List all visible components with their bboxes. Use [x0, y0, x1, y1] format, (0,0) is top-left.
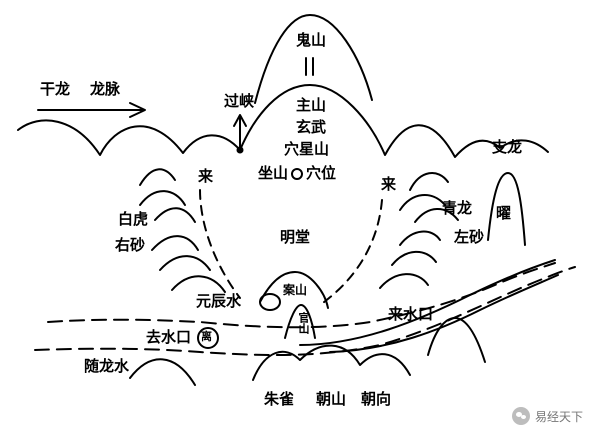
bai-hu-ridge-1: [139, 168, 176, 186]
you-sha-ridge-3: [171, 275, 226, 293]
label-sui-long-shui: 随龙水: [84, 357, 130, 375]
label-qing-long: 青龙: [442, 199, 473, 217]
river-bank-lower: [329, 274, 559, 353]
bottom-ridge-right: [427, 317, 486, 363]
gan-long-arrowhead: [129, 102, 146, 118]
label-zhu-que: 朱雀: [264, 390, 295, 408]
guan-shan-peak: [284, 304, 316, 339]
watermark-text: 易经天下: [534, 409, 583, 424]
label-long-mai: 龙脉: [90, 80, 121, 98]
label-ming-tang: 明堂: [280, 228, 311, 246]
label-guo-xia: 过峡: [224, 92, 255, 110]
sui-long-water-line: [34, 266, 576, 357]
label-xue-xing-shan: 穴星山: [284, 140, 330, 158]
label-gui-shan: 鬼山: [296, 31, 327, 49]
qing-long-ridge-1: [409, 172, 449, 191]
li-circle: [197, 327, 219, 349]
label-lai-left: 来: [198, 167, 214, 185]
label-guan-shan: 官山: [297, 312, 310, 334]
label-lai-right: 来: [381, 175, 397, 193]
guo-xia-arrowhead: [233, 114, 247, 127]
label-zuo-sha: 左砂: [454, 228, 485, 246]
label-gan-long: 干龙: [40, 80, 71, 98]
label-zhu-shan: 主山: [296, 96, 327, 114]
yao-peak: [487, 172, 526, 246]
label-yuan-chen-shui: 元辰水: [196, 292, 242, 310]
bottom-ridge-left: [129, 358, 196, 386]
xue-wei-circle: [291, 168, 303, 180]
zuo-sha-ridge-1: [399, 230, 441, 246]
label-li: 离: [201, 330, 212, 343]
lai-right-flow: [319, 199, 383, 306]
main-water-line: [47, 262, 556, 329]
label-lai-shui-kou: 来水口: [388, 305, 434, 323]
river-bank-upper: [299, 259, 556, 346]
you-sha-ridge-1: [151, 235, 199, 251]
label-qu-shui-kou: 去水口: [146, 328, 192, 346]
double-bar-mark: [305, 57, 314, 76]
you-sha-ridge-2: [159, 255, 211, 271]
chat-bubble-icon: [511, 407, 530, 425]
label-chao-shan: 朝山: [316, 390, 347, 408]
label-chao-xiang: 朝向: [361, 390, 392, 408]
zuo-sha-ridge-3: [379, 273, 429, 289]
bai-hu-ridge-2: [139, 190, 186, 206]
label-an-shan: 案山: [283, 283, 308, 297]
bai-hu-ridge-3: [154, 207, 196, 223]
bottom-ridge-center: [252, 344, 411, 381]
gui-shan-hill: [254, 14, 373, 104]
qing-long-ridge-2: [399, 194, 446, 211]
label-zhi-long: 支龙: [492, 138, 523, 156]
yuan-chen-pond: [259, 293, 281, 311]
label-zuo-shan: 坐山: [258, 164, 289, 182]
qing-long-ridge-3: [414, 208, 459, 223]
label-bai-hu: 白虎: [118, 210, 149, 228]
label-you-sha: 右砂: [115, 236, 146, 254]
label-yao: 曜: [496, 204, 512, 222]
zuo-sha-ridge-2: [391, 250, 437, 266]
an-shan-hill: [259, 271, 329, 309]
main-ridge: [17, 84, 549, 158]
label-xue-wei: 穴位: [306, 164, 337, 182]
watermark: 易经天下: [511, 407, 583, 425]
lai-left-flow: [199, 189, 241, 299]
label-xuan-wu: 玄武: [296, 118, 327, 136]
